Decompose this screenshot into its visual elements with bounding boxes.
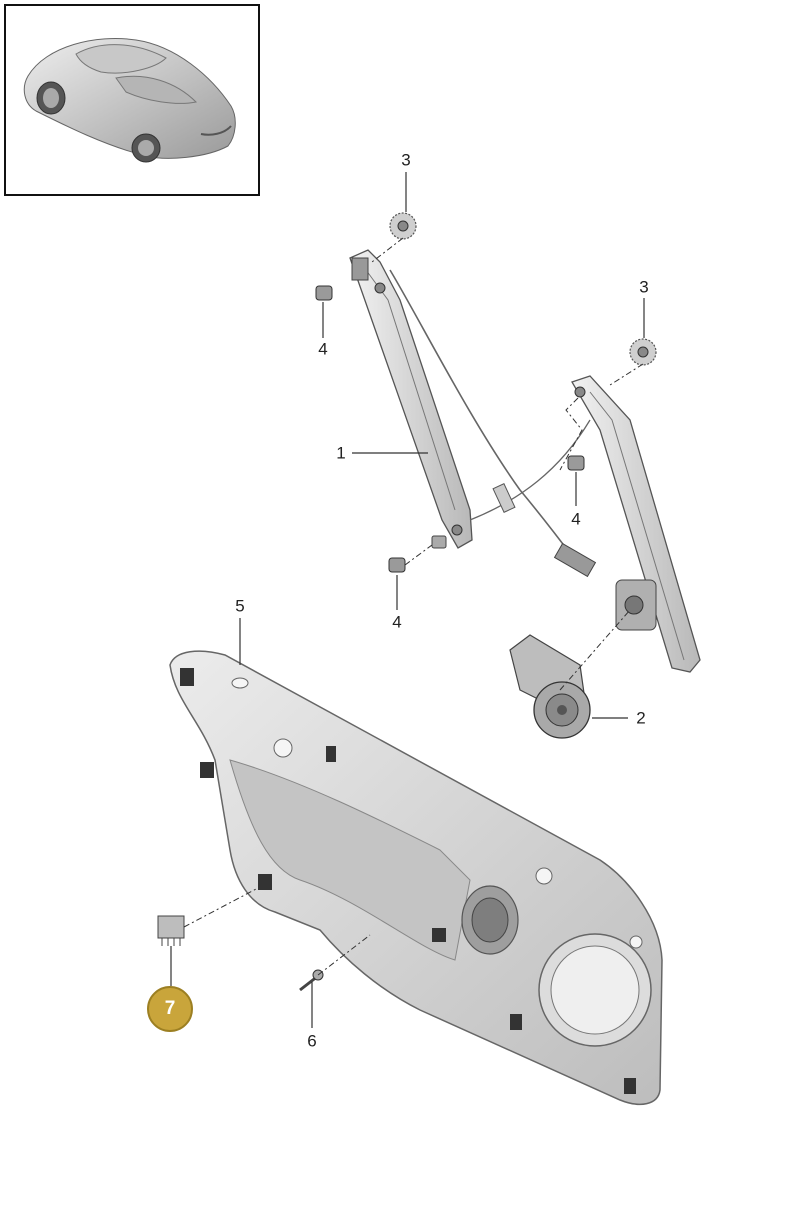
callout-4-bottom: 4	[392, 612, 402, 632]
callout-5: 5	[235, 596, 245, 616]
vehicle-thumbnail	[4, 4, 260, 196]
leader-lines	[170, 172, 645, 1028]
cable-sleeve	[492, 483, 516, 513]
callout-7-label: 7	[164, 998, 176, 1019]
clip	[157, 915, 185, 946]
nut-lower-left	[388, 557, 406, 573]
callout-4-middle: 4	[571, 509, 581, 529]
assembly-lines	[183, 237, 644, 976]
window-motor	[509, 634, 591, 739]
callout-6: 6	[307, 1031, 317, 1051]
callout-7-badge[interactable]: 7	[147, 986, 193, 1032]
nut-middle-right	[567, 455, 585, 471]
pulley-lower	[629, 338, 657, 366]
callout-4-top: 4	[318, 339, 328, 359]
callout-1: 1	[336, 443, 346, 463]
car-illustration	[23, 38, 236, 163]
nut-top-left	[315, 285, 333, 301]
regulator-cable-return	[469, 419, 591, 521]
callout-2: 2	[636, 708, 646, 728]
window-regulator-rail-rear	[571, 375, 701, 673]
callout-3-lower: 3	[639, 277, 649, 297]
door-module-panel	[169, 650, 663, 1106]
callout-3-upper: 3	[401, 150, 411, 170]
regulator-cable	[389, 269, 576, 561]
bolt	[431, 535, 447, 549]
pulley-upper	[389, 212, 417, 240]
window-regulator-rail-front	[349, 249, 473, 549]
cable-tensioner	[553, 542, 597, 578]
